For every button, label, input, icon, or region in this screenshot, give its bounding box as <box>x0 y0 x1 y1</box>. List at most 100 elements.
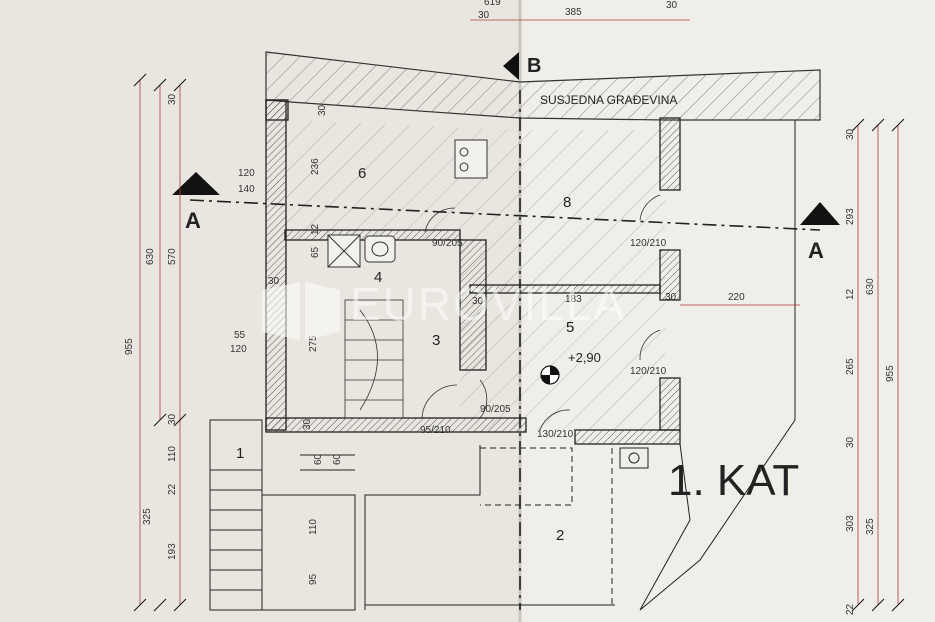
dim-inner-3: 120 <box>230 344 247 355</box>
dim-inner-2: 55 <box>234 330 246 341</box>
door-swing-5b <box>639 329 661 361</box>
dimension-lines <box>139 19 899 605</box>
dim-top-2: 30 <box>666 0 678 11</box>
dim-left-2: 570 <box>167 248 178 265</box>
section-lines <box>189 90 821 610</box>
dim-right-7: 303 <box>845 515 856 532</box>
wall-east-upper <box>659 117 681 191</box>
floor-title: 1. KAT <box>668 456 799 505</box>
terrace-left-edge <box>364 445 481 610</box>
section-a-label-left: A <box>185 208 201 233</box>
door-swing-6 <box>424 207 456 233</box>
dim-left-1: 630 <box>145 248 156 265</box>
door-label-2: 90/205 <box>480 404 511 415</box>
section-a-marker-left <box>172 172 220 195</box>
dim-left-0: 955 <box>124 338 135 355</box>
neighbor-label: SUSJEDNA GRAĐEVINA <box>540 93 677 107</box>
dim-left-4: 30 <box>167 413 178 425</box>
door-swing-5 <box>539 409 571 431</box>
door-label-1: 90/205 <box>432 238 463 249</box>
bathroom-fixtures <box>327 139 488 268</box>
dim-left-6: 110 <box>167 446 178 462</box>
wall-east-lower <box>659 377 681 431</box>
room-1: 1 <box>236 445 244 462</box>
dim-right-5: 955 <box>885 365 896 382</box>
level-label: +2,90 <box>568 350 601 365</box>
level-marker <box>540 365 560 385</box>
dim-inner-6: 12 <box>310 223 321 235</box>
door-label-3: 95/210 <box>420 425 451 436</box>
dim-right-1: 293 <box>845 208 856 225</box>
watermark-logo <box>262 282 300 340</box>
dim-inner-17: 95 <box>308 573 319 585</box>
wall-south-right <box>574 429 681 445</box>
dim-right-2: 12 <box>845 288 856 300</box>
door-label-4: 130/210 <box>537 429 574 440</box>
dim-inner-8: 30 <box>268 276 280 287</box>
dim-inner-4: 30 <box>317 104 328 116</box>
dim-inner-5: 236 <box>310 158 321 175</box>
door-swing-8 <box>639 194 661 221</box>
dim-inner-12: 30 <box>665 292 677 303</box>
dim-inner-10: 275 <box>308 335 319 352</box>
room-4: 4 <box>374 269 382 286</box>
wall-interior-east <box>459 239 487 371</box>
dim-right-0: 30 <box>845 128 856 140</box>
dimension-ticks <box>133 73 905 612</box>
stair-arrow <box>359 309 378 411</box>
dim-right-3: 630 <box>865 278 876 295</box>
door-swings <box>421 194 661 431</box>
dim-top-1: 385 <box>565 7 582 18</box>
dim-inner-7: 65 <box>310 246 321 258</box>
dim-inner-9: 30 <box>472 296 484 307</box>
dim-top-3: 619 <box>484 0 501 8</box>
wall-east-mid <box>659 249 681 301</box>
internal-stair <box>344 299 404 419</box>
kitchen-unit <box>454 139 488 179</box>
terrace-outline <box>639 443 691 611</box>
door-label-5: 120/210 <box>630 238 667 249</box>
room-2: 2 <box>556 527 564 544</box>
dim-right-6: 30 <box>845 436 856 448</box>
chimney <box>619 447 649 469</box>
room-3: 3 <box>432 332 440 349</box>
watermark-text: EUROVILLA <box>350 278 626 330</box>
section-a-label-right: A <box>808 238 824 263</box>
dim-right-4: 265 <box>845 358 856 375</box>
dim-right-8: 325 <box>865 518 876 535</box>
door-label-6: 120/210 <box>630 366 667 377</box>
dim-inner-11: 183 <box>565 294 582 305</box>
section-b-marker <box>503 52 519 80</box>
section-a-marker-right <box>800 202 840 225</box>
dim-left-3: 30 <box>167 93 178 105</box>
site-boundary <box>639 120 796 611</box>
stair-frame <box>344 299 404 419</box>
dim-left-5: 325 <box>142 508 153 525</box>
walls <box>265 99 681 445</box>
section-line-a <box>189 199 821 231</box>
dim-inner-18: 30 <box>302 418 313 430</box>
dim-inner-0: 120 <box>238 168 255 179</box>
wall-corner-nw <box>265 99 289 121</box>
washbasin <box>364 235 396 263</box>
door-swing-3 <box>421 384 458 419</box>
dim-inner-1: 140 <box>238 184 255 195</box>
room-5: 5 <box>566 319 574 336</box>
wall-interior-hall <box>469 284 661 294</box>
door-swing-hall <box>479 379 488 419</box>
dim-inner-13: 220 <box>728 292 745 303</box>
exterior-stair <box>209 419 356 611</box>
exterior-stair-frame <box>209 419 263 611</box>
room-8: 8 <box>563 194 571 211</box>
wall-west <box>265 99 287 431</box>
dim-inner-14: 110 <box>308 519 319 535</box>
room-6: 6 <box>358 165 366 182</box>
dim-top-0: 30 <box>478 10 490 21</box>
terrace <box>364 120 796 611</box>
dim-left-8: 193 <box>167 543 178 560</box>
dim-inner-15: 60 <box>313 453 324 465</box>
watermark: EUROVILLA <box>262 278 626 340</box>
dim-inner-16: 60 <box>332 453 343 465</box>
dim-right-9: 22 <box>845 603 856 615</box>
